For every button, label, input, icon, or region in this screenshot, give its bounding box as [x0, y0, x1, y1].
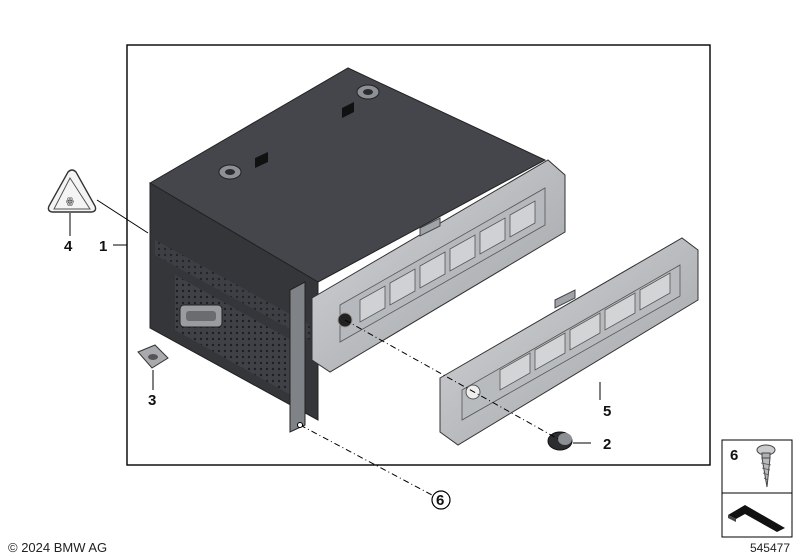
assembly-frame	[126, 44, 711, 466]
rotary-knob-part	[547, 431, 573, 451]
callout-3: 3	[148, 392, 156, 409]
warning-label-icon: ꙮ	[47, 169, 97, 213]
clip-part	[137, 344, 169, 369]
copyright-text: © 2024 BMW AG	[8, 540, 108, 555]
screw-icon	[756, 444, 776, 488]
radio-unit-housing	[149, 67, 547, 433]
bracket-profile-icon	[728, 505, 785, 532]
callout-5: 5	[603, 403, 611, 420]
callout-1: 1	[99, 238, 107, 255]
screw-legend-box: 6	[721, 439, 793, 538]
callout-2: 2	[603, 436, 611, 453]
callout-6: 6	[436, 492, 444, 509]
radio-faceplate	[311, 159, 566, 373]
diagram-number: 545477	[749, 541, 790, 555]
legend-item-number: 6	[730, 447, 738, 464]
svg-text:ꙮ: ꙮ	[66, 196, 74, 206]
control-panel-part	[439, 237, 699, 446]
leader-lines	[69, 199, 601, 496]
callout-4: 4	[64, 238, 73, 255]
callout-6-circle: 6	[431, 490, 451, 510]
